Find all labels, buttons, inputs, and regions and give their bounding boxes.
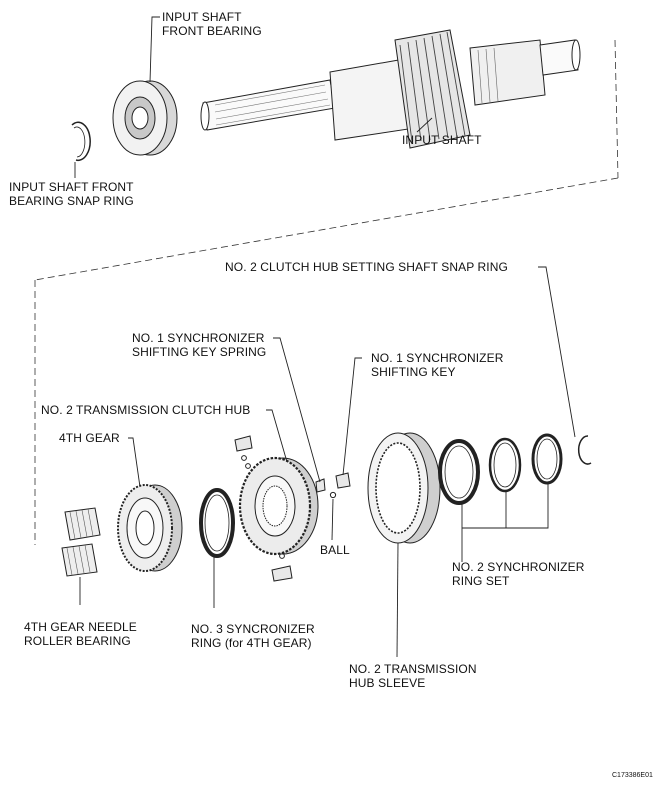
label-line: INPUT SHAFT FRONT bbox=[9, 180, 134, 194]
needle-roller-bearing-part bbox=[61, 507, 101, 577]
label-line: NO. 2 SYNCHRONIZER bbox=[452, 560, 585, 574]
label-line: ROLLER BEARING bbox=[24, 634, 131, 648]
shifting-key-cluster bbox=[234, 435, 351, 582]
label-no2-transmission-clutch-hub: NO. 2 TRANSMISSION CLUTCH HUB bbox=[41, 403, 251, 417]
label-line: RING (for 4TH GEAR) bbox=[191, 636, 312, 650]
input-shaft-front-bearing-snap-ring-part bbox=[71, 121, 91, 162]
input-shaft-part bbox=[200, 29, 581, 149]
label-line: 4TH GEAR NEEDLE bbox=[24, 620, 137, 634]
label-no1-synchronizer-shifting-key: NO. 1 SYNCHRONIZER SHIFTING KEY bbox=[371, 351, 503, 379]
label-line: INPUT SHAFT bbox=[162, 10, 242, 24]
label-line: HUB SLEEVE bbox=[349, 676, 426, 690]
label-input-shaft-front-bearing-snap-ring: INPUT SHAFT FRONT BEARING SNAP RING bbox=[9, 180, 134, 208]
leader-lines bbox=[74, 16, 576, 658]
label-line: BEARING SNAP RING bbox=[9, 194, 134, 208]
label-no3-syncronizer-ring: NO. 3 SYNCRONIZER RING (for 4TH GEAR) bbox=[191, 622, 315, 650]
input-shaft-front-bearing-part bbox=[112, 80, 178, 156]
label-no2-clutch-hub-setting-shaft-snap-ring: NO. 2 CLUTCH HUB SETTING SHAFT SNAP RING bbox=[225, 260, 508, 274]
label-line: NO. 1 SYNCHRONIZER bbox=[371, 351, 504, 365]
label-fourth-gear: 4TH GEAR bbox=[59, 431, 120, 445]
label-ball: BALL bbox=[320, 543, 350, 557]
label-no1-synchronizer-shifting-key-spring: NO. 1 SYNCHRONIZER SHIFTING KEY SPRING bbox=[132, 331, 266, 359]
label-line: RING SET bbox=[452, 574, 510, 588]
no2-synchronizer-ring-set-part bbox=[438, 433, 563, 505]
assembly-dashed-outline bbox=[34, 39, 619, 545]
label-no2-synchronizer-ring-set: NO. 2 SYNCHRONIZER RING SET bbox=[452, 560, 584, 588]
label-input-shaft: INPUT SHAFT bbox=[402, 133, 482, 147]
no2-transmission-hub-sleeve-part bbox=[367, 432, 441, 544]
no3-syncronizer-ring-part bbox=[199, 488, 235, 558]
label-line: NO. 2 TRANSMISSION bbox=[349, 662, 477, 676]
label-line: FRONT BEARING bbox=[162, 24, 262, 38]
label-line: SHIFTING KEY SPRING bbox=[132, 345, 267, 359]
no2-transmission-clutch-hub-part bbox=[238, 456, 319, 556]
label-input-shaft-front-bearing: INPUT SHAFT FRONT BEARING bbox=[162, 10, 262, 38]
label-fourth-gear-needle-roller-bearing: 4TH GEAR NEEDLE ROLLER BEARING bbox=[24, 620, 137, 648]
label-no2-transmission-hub-sleeve: NO. 2 TRANSMISSION HUB SLEEVE bbox=[349, 662, 477, 690]
figure-code: C173386E01 bbox=[612, 772, 653, 779]
label-line: NO. 3 SYNCRONIZER bbox=[191, 622, 315, 636]
clutch-hub-snap-ring-part bbox=[577, 435, 592, 465]
fourth-gear-part bbox=[117, 484, 183, 572]
label-line: NO. 1 SYNCHRONIZER bbox=[132, 331, 265, 345]
label-line: SHIFTING KEY bbox=[371, 365, 456, 379]
